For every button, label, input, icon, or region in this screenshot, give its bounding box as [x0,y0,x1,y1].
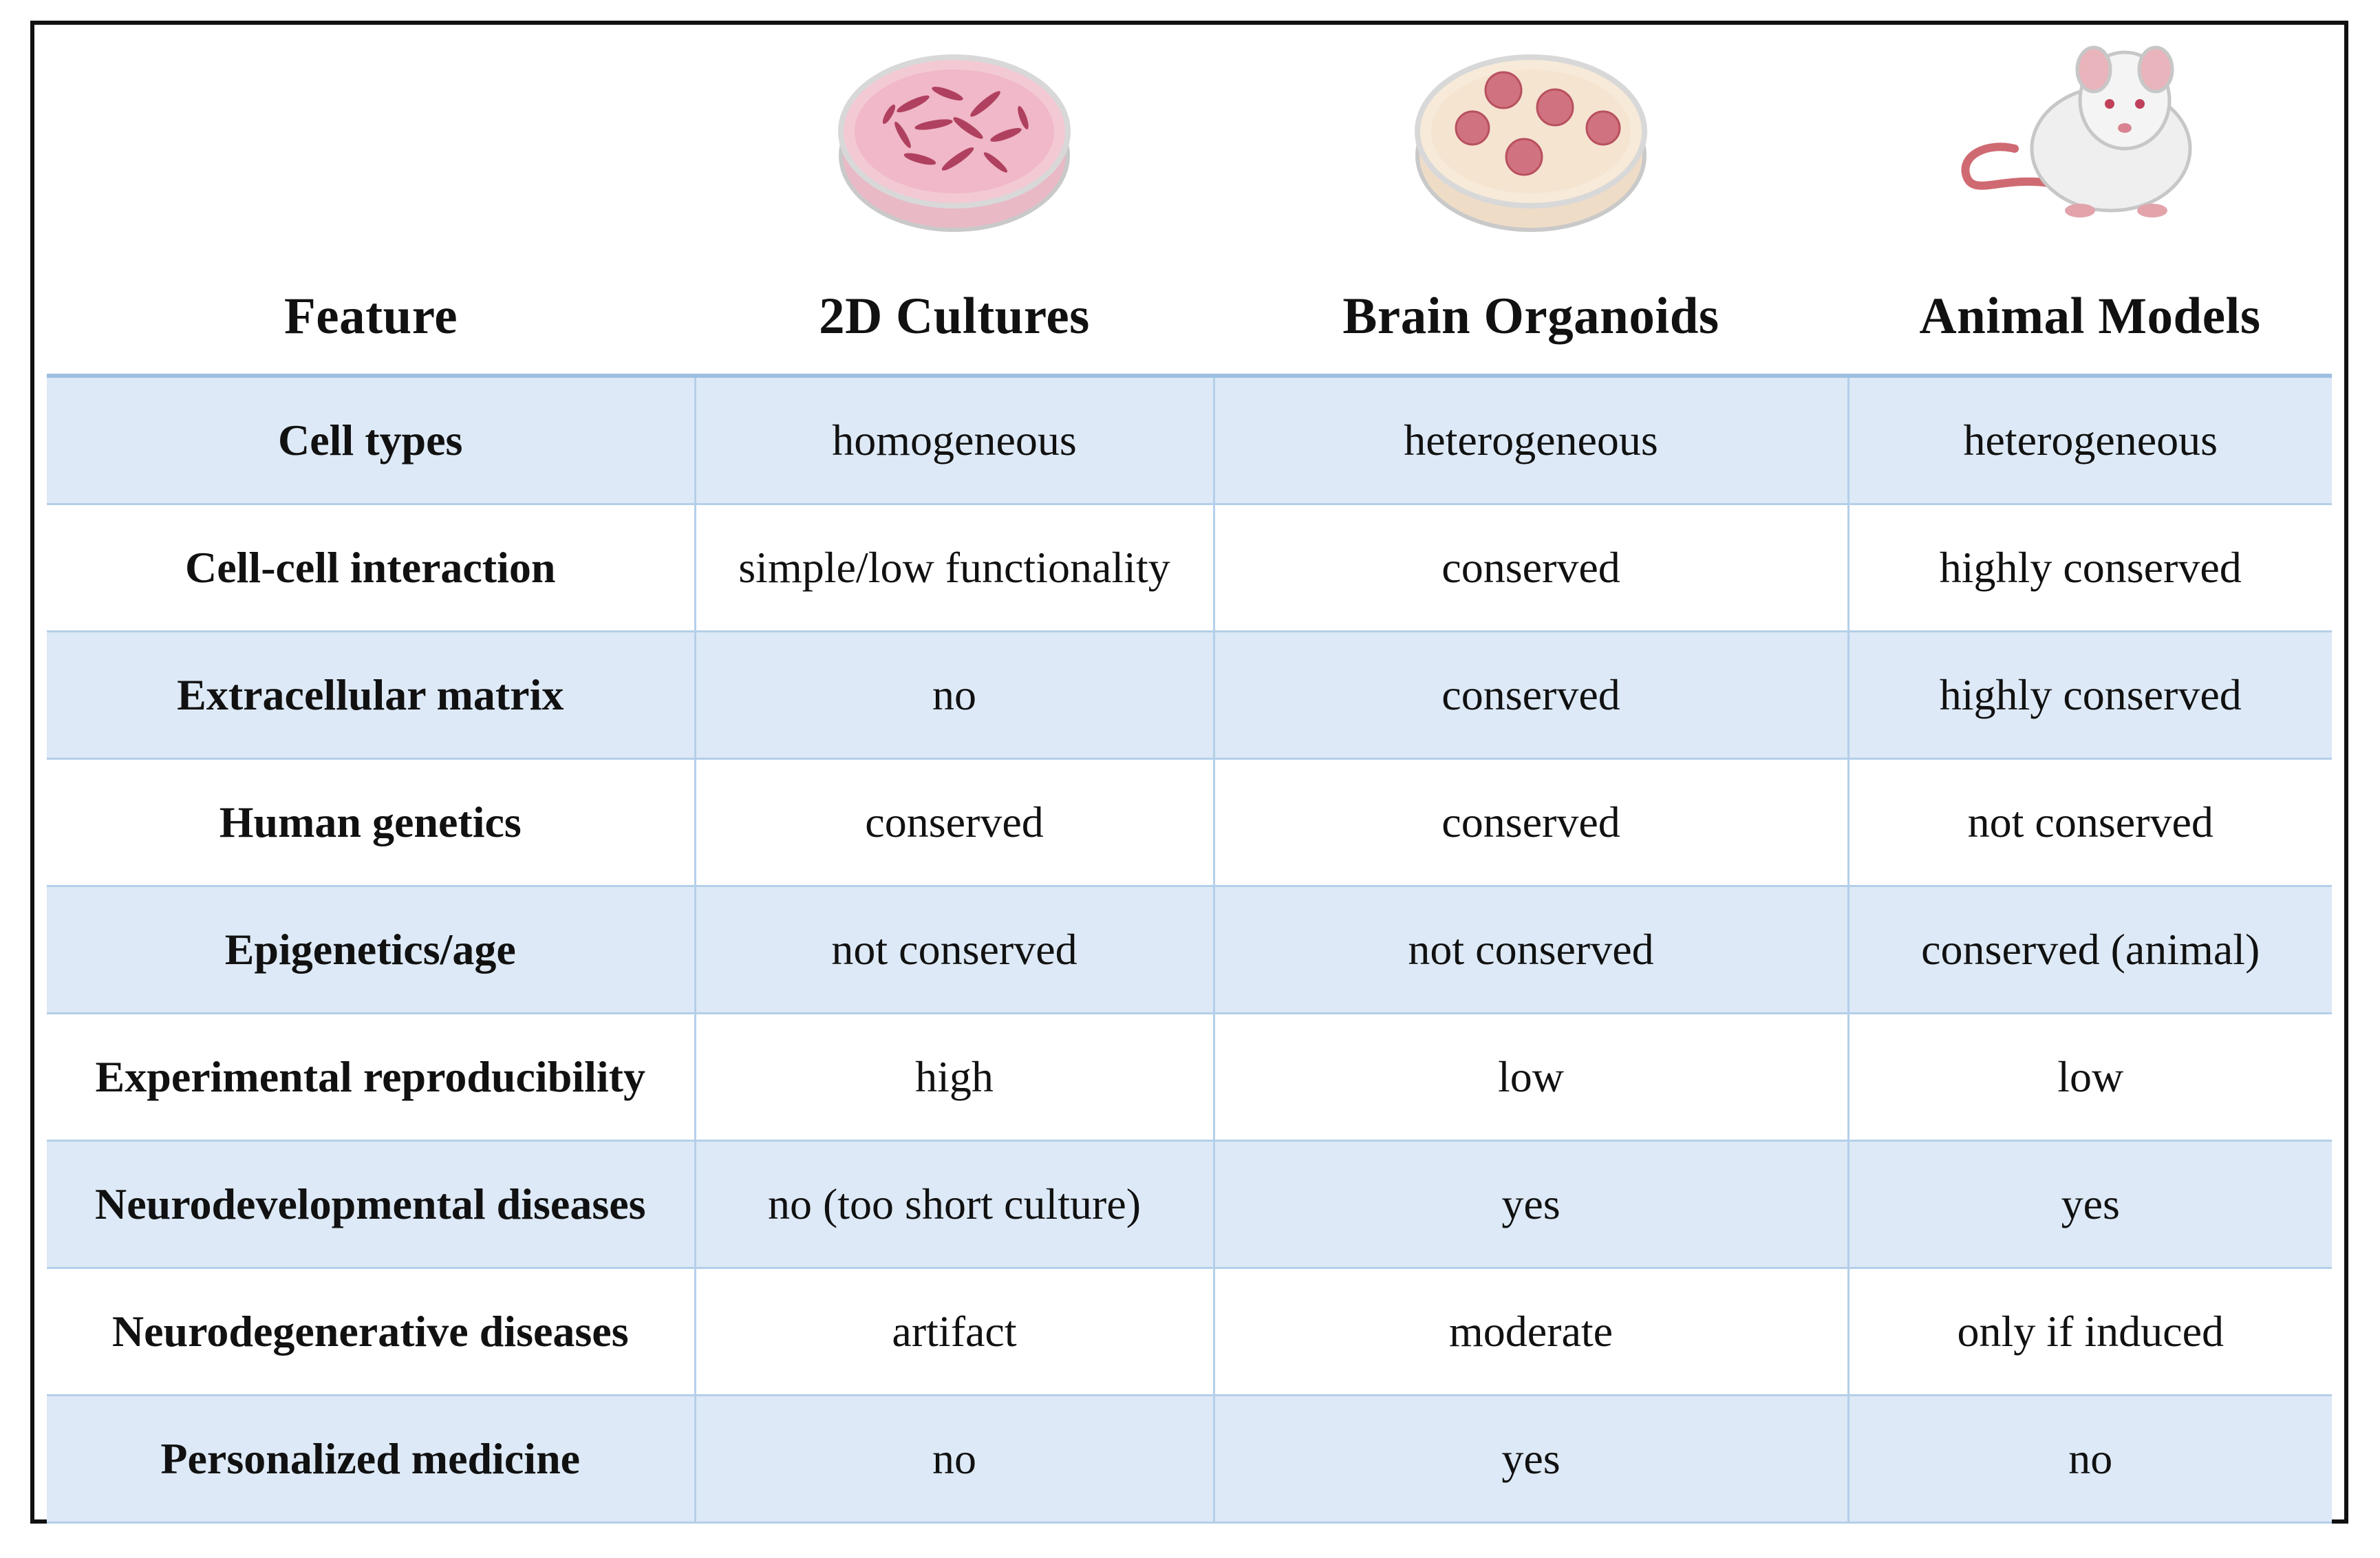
header-label-brain-organoids: Brain Organoids [1342,288,1719,345]
petri-dish-2d-culture-icon [837,39,1071,242]
row-feature-label: Neurodevelopmental diseases [47,1140,695,1269]
comparison-table: Cell types homogeneous heterogeneous het… [47,378,2332,1524]
cell-brain-organoids: conserved [1212,504,1848,632]
cell-animal-models: highly conserved [1847,631,2332,760]
cell-2d-cultures: no [694,631,1214,760]
cell-animal-models: heterogeneous [1847,378,2332,505]
cell-2d-cultures: no [694,1395,1214,1524]
petri-dish-organoids-icon [1414,39,1648,242]
row-feature-label: Epigenetics/age [47,886,695,1014]
mouse-icon [1946,39,2235,242]
header-animal-models: Animal Models [1848,25,2332,374]
cell-brain-organoids: heterogeneous [1212,378,1848,505]
cell-brain-organoids: yes [1212,1395,1848,1524]
table-row: Personalized medicine no yes no [47,1395,2332,1524]
table-row: Neurodegenerative diseases artifact mode… [47,1268,2332,1396]
header-label-2d-cultures: 2D Cultures [819,288,1090,345]
cell-animal-models: highly conserved [1847,504,2332,632]
cell-brain-organoids: moderate [1212,1268,1848,1396]
header-brain-organoids: Brain Organoids [1214,25,1848,374]
row-feature-label: Experimental reproducibility [47,1013,695,1142]
row-feature-label: Extracellular matrix [47,631,695,760]
cell-2d-cultures: high [694,1013,1214,1142]
table-row: Human genetics conserved conserved not c… [47,758,2332,887]
table-row: Experimental reproducibility high low lo… [47,1013,2332,1142]
cell-brain-organoids: conserved [1212,631,1848,760]
row-feature-label: Personalized medicine [47,1395,695,1524]
table-row: Epigenetics/age not conserved not conser… [47,886,2332,1014]
row-feature-label: Human genetics [47,758,695,887]
table-header: Feature [47,25,2332,374]
cell-animal-models: no [1847,1395,2332,1524]
table-row: Extracellular matrix no conserved highly… [47,631,2332,760]
table-row: Neurodevelopmental diseases no (too shor… [47,1140,2332,1269]
cell-2d-cultures: conserved [694,758,1214,887]
cell-brain-organoids: low [1212,1013,1848,1142]
header-2d-cultures: 2D Cultures [695,25,1214,374]
cell-brain-organoids: not conserved [1212,886,1848,1014]
header-divider [47,374,2332,378]
table-row: Cell-cell interaction simple/low functio… [47,504,2332,632]
cell-brain-organoids: yes [1212,1140,1848,1269]
cell-2d-cultures: artifact [694,1268,1214,1396]
header-label-animal-models: Animal Models [1919,288,2261,345]
cell-animal-models: yes [1847,1140,2332,1269]
header-feature: Feature [47,25,695,374]
row-feature-label: Cell-cell interaction [47,504,695,632]
cell-animal-models: not conserved [1847,758,2332,887]
cell-2d-cultures: homogeneous [694,378,1214,505]
table-row: Cell types homogeneous heterogeneous het… [47,378,2332,505]
cell-2d-cultures: not conserved [694,886,1214,1014]
cell-animal-models: only if induced [1847,1268,2332,1396]
row-feature-label: Cell types [47,378,695,505]
row-feature-label: Neurodegenerative diseases [47,1268,695,1396]
comparison-table-frame: Feature [30,21,2348,1524]
cell-animal-models: conserved (animal) [1847,886,2332,1014]
cell-2d-cultures: no (too short culture) [694,1140,1214,1269]
header-label-feature: Feature [283,288,458,345]
cell-animal-models: low [1847,1013,2332,1142]
cell-2d-cultures: simple/low functionality [694,504,1214,632]
cell-brain-organoids: conserved [1212,758,1848,887]
